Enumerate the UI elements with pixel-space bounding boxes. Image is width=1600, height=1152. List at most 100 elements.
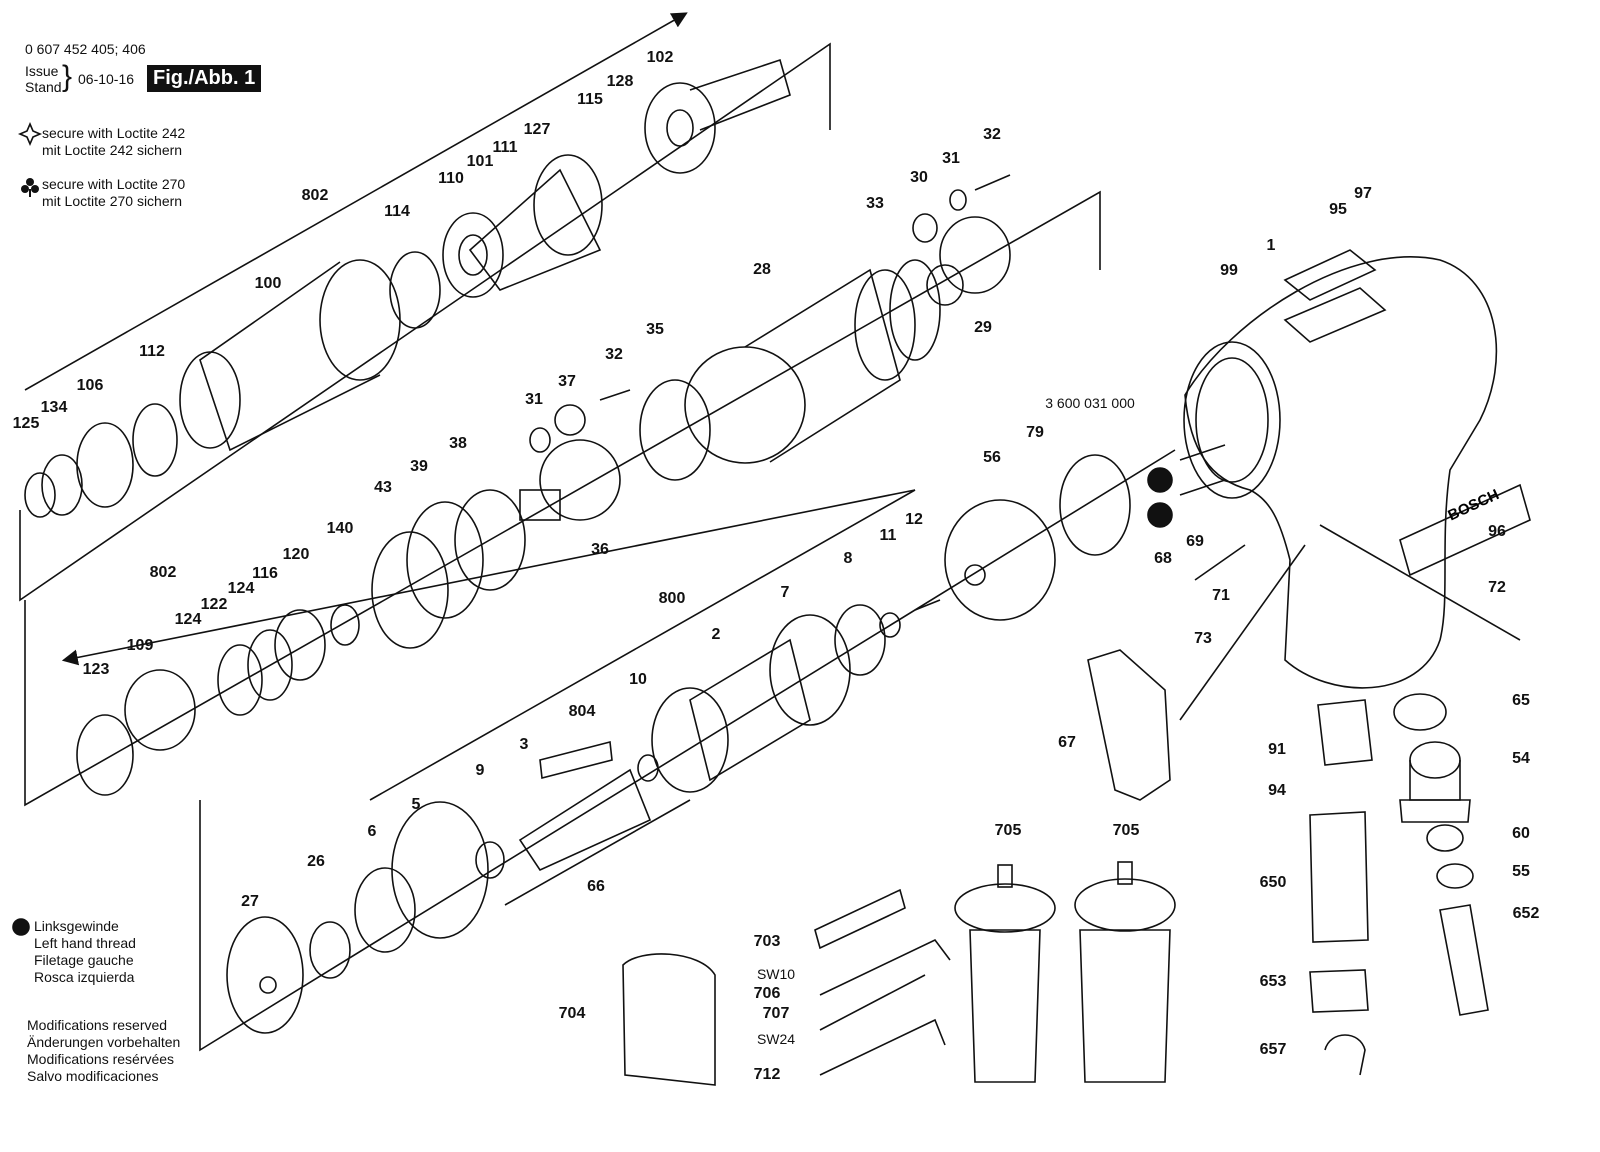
callout-653: 653 [1260, 973, 1287, 990]
callout-sw24: SW24 [757, 1031, 795, 1047]
callout-106: 106 [77, 377, 104, 394]
callout-652: 652 [1513, 905, 1540, 922]
callout-102: 102 [647, 49, 674, 66]
callout-800: 800 [659, 590, 686, 607]
callout-labels: 1021281151271111011101148021001121061341… [13, 49, 1540, 1083]
callout-123: 123 [83, 661, 110, 678]
issue-label: Issue Stand [25, 63, 62, 95]
legend-left-thread-es: Rosca izquierda [34, 969, 135, 985]
callout-73: 73 [1194, 630, 1212, 647]
legend-left-thread-de: Linksgewinde [34, 918, 119, 934]
callout-12: 12 [905, 511, 923, 528]
callout-55: 55 [1512, 863, 1530, 880]
loctite-242-symbol [17, 121, 43, 147]
legend-modifications: Modifications reserved Änderungen vorbeh… [27, 1017, 180, 1085]
callout-114: 114 [384, 203, 410, 220]
callout-8: 8 [844, 550, 853, 567]
callout-112: 112 [139, 343, 165, 360]
callout-31: 31 [942, 150, 960, 167]
callout-1: 1 [1267, 237, 1276, 254]
callout-111: 111 [493, 139, 518, 156]
callout-10: 10 [629, 671, 647, 688]
legend-left-thread-fr: Filetage gauche [34, 952, 134, 968]
legend-modifications-de: Änderungen vorbehalten [27, 1034, 181, 1050]
callout-67: 67 [1058, 734, 1076, 751]
callout-43: 43 [374, 479, 392, 496]
legend-left-thread-en: Left hand thread [34, 935, 136, 951]
callout-124: 124 [175, 611, 202, 628]
callout-95: 95 [1329, 201, 1347, 218]
callout-99: 99 [1220, 262, 1238, 279]
callout-26: 26 [307, 853, 325, 870]
issue-date: 06-10-16 [78, 71, 135, 87]
callout-35: 35 [646, 321, 664, 338]
callout-802: 802 [302, 187, 329, 204]
callout-38: 38 [449, 435, 467, 452]
callout-140: 140 [327, 520, 354, 537]
legend-loctite-242-en: secure with Loctite 242 [42, 125, 186, 141]
callout-127: 127 [524, 121, 551, 138]
callout-66: 66 [587, 878, 605, 895]
callout-37: 37 [558, 373, 576, 390]
callout-116: 116 [252, 565, 278, 582]
callout-9: 9 [476, 762, 485, 779]
callout-54: 54 [1512, 750, 1530, 767]
callout-31: 31 [525, 391, 543, 408]
callout-60: 60 [1512, 825, 1530, 842]
callout-91: 91 [1268, 741, 1286, 758]
callout-11: 11 [880, 527, 897, 544]
legend-loctite-242-de: mit Loctite 242 sichern [42, 142, 183, 158]
callout-56: 56 [983, 449, 1001, 466]
legend-modifications-fr: Modifications resérvées [27, 1051, 175, 1067]
callout-705: 705 [1113, 822, 1140, 839]
callout-30: 30 [910, 169, 928, 186]
callout-122: 122 [201, 596, 228, 613]
callout-704: 704 [559, 1005, 586, 1022]
callout-69: 69 [1186, 533, 1204, 550]
brand-text: BOSCH [1445, 486, 1501, 524]
callout-36: 36 [591, 541, 609, 558]
callout-94: 94 [1268, 782, 1286, 799]
callout-6: 6 [368, 823, 377, 840]
callout-7: 7 [781, 584, 790, 601]
legend-loctite-270-en: secure with Loctite 270 [42, 176, 186, 192]
callout-706: 706 [754, 985, 781, 1002]
callout-96: 96 [1488, 523, 1506, 540]
callout-5: 5 [412, 796, 421, 813]
callout-97: 97 [1354, 185, 1372, 202]
callout-101: 101 [467, 153, 494, 170]
callout-72: 72 [1488, 579, 1506, 596]
callout-120: 120 [283, 546, 310, 563]
callout-802: 802 [150, 564, 177, 581]
legend-loctite-242: secure with Loctite 242 mit Loctite 242 … [42, 125, 185, 159]
issue-brace: } [62, 60, 73, 93]
callout-32: 32 [983, 126, 1001, 143]
callout-100: 100 [255, 275, 282, 292]
callout-115: 115 [577, 91, 603, 108]
callout-71: 71 [1212, 587, 1230, 604]
loctite-270-symbol [21, 178, 39, 197]
left-thread-symbol [12, 918, 30, 936]
callout-703: 703 [754, 933, 781, 950]
legend-loctite-270: secure with Loctite 270 mit Loctite 270 … [42, 176, 185, 210]
legend-modifications-es: Salvo modificaciones [27, 1068, 159, 1084]
callout-707: 707 [763, 1005, 790, 1022]
callout-28: 28 [753, 261, 771, 278]
callout-110: 110 [438, 170, 464, 187]
callout-650: 650 [1260, 874, 1287, 891]
issue-label-en: Issue [25, 63, 59, 79]
callout-657: 657 [1260, 1041, 1287, 1058]
figure-label: Fig./Abb. 1 [147, 65, 262, 92]
callout-2: 2 [712, 626, 721, 643]
callout-39: 39 [410, 458, 428, 475]
legend-left-thread: Linksgewinde Left hand thread Filetage g… [34, 918, 136, 986]
callout-712: 712 [754, 1066, 781, 1083]
callout-128: 128 [607, 73, 634, 90]
callout-33: 33 [866, 195, 884, 212]
callout-79: 79 [1026, 424, 1044, 441]
issue-label-de: Stand [25, 79, 62, 95]
legend-loctite-270-de: mit Loctite 270 sichern [42, 193, 183, 209]
callout-3: 3 [520, 736, 529, 753]
